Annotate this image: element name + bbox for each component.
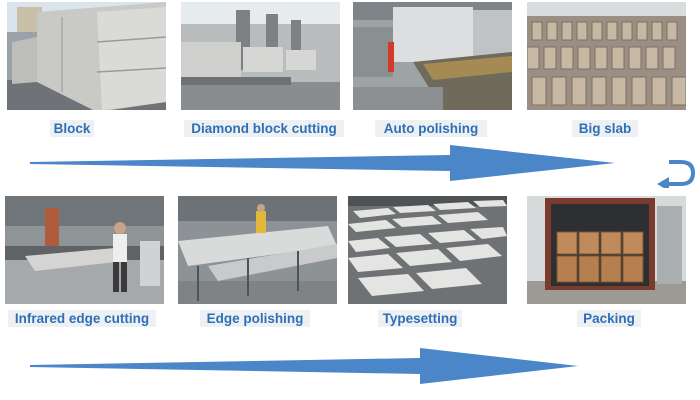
step-label-block: Block [50,120,94,137]
step-label-infrared-edge-cutting: Infrared edge cutting [8,310,156,327]
photo-edge-cutting-worker [5,196,164,304]
photo-stacked-slabs [527,2,686,110]
u-turn-arrow-icon [657,160,696,188]
photo-tiles-laid-on-floor [348,196,507,304]
step-label-typesetting: Typesetting [378,310,462,327]
photo-block-cutting-machines [181,2,340,110]
photo-edge-polishing-tables [178,196,337,304]
step-label-diamond-block-cutting: Diamond block cutting [184,120,344,137]
photo-container-with-crates [527,196,686,304]
arrow-right-icon [30,348,578,384]
step-label-edge-polishing: Edge polishing [200,310,310,327]
arrow-right-icon [30,145,615,181]
photo-stone-blocks-yard [7,2,166,110]
photo-polishing-line [353,2,512,110]
step-label-auto-polishing: Auto polishing [375,120,487,137]
step-label-packing: Packing [577,310,641,327]
step-label-big-slab: Big slab [572,120,638,137]
